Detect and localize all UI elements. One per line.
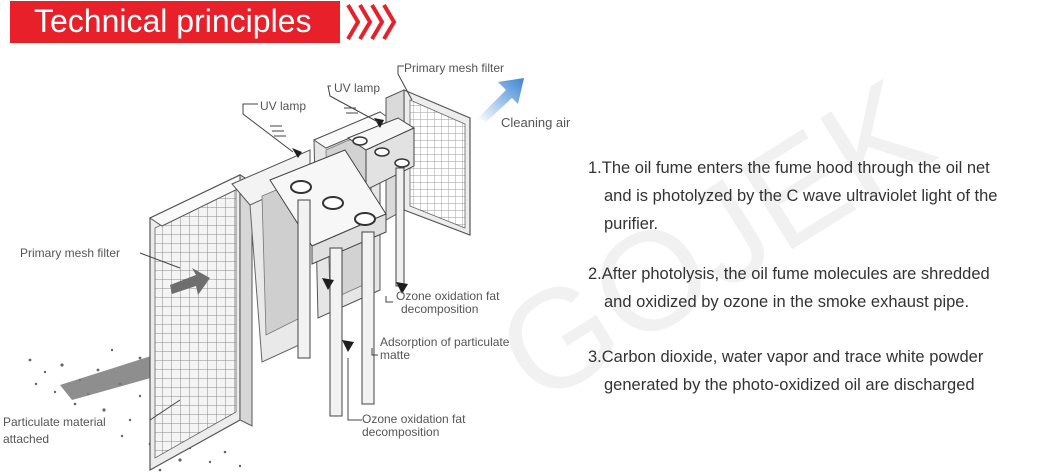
step-1: 1.The oil fume enters the fume hood thro… — [588, 154, 997, 238]
label-ozone-1-line1: Ozone oxidation fat — [396, 289, 499, 303]
step-2-line1: 2.After photolysis, the oil fume molecul… — [588, 265, 990, 283]
label-uv-lamp-left: UV lamp — [260, 99, 306, 113]
label-primary-mesh-top: Primary mesh filter — [404, 61, 504, 75]
label-cleaning-air: Cleaning air — [501, 116, 570, 130]
label-particulate-line1: Particulate material — [3, 415, 106, 429]
label-particulate-line2: attached — [3, 432, 49, 446]
step-1-line3: purifier. — [588, 210, 997, 238]
step-1-line2: and is photolyzed by the C wave ultravio… — [588, 182, 997, 210]
step-2: 2.After photolysis, the oil fume molecul… — [588, 260, 990, 316]
label-adsorption-line2: matte — [380, 348, 410, 362]
label-ozone-2-line1: Ozone oxidation fat — [362, 412, 465, 426]
label-primary-mesh-left: Primary mesh filter — [20, 246, 120, 260]
step-3-line2: generated by the photo-oxidized oil are … — [588, 371, 983, 399]
step-1-line1: 1.The oil fume enters the fume hood thro… — [588, 159, 990, 177]
label-adsorption-line1: Adsorption of particulate — [380, 335, 509, 349]
label-ozone-1-line2: decomposition — [401, 302, 478, 316]
step-3-line1: 3.Carbon dioxide, water vapor and trace … — [588, 348, 983, 366]
label-uv-lamp-top: UV lamp — [334, 81, 380, 95]
step-2-line2: and oxidized by ozone in the smoke exhau… — [588, 288, 990, 316]
label-ozone-2-line2: decomposition — [362, 425, 439, 439]
step-3: 3.Carbon dioxide, water vapor and trace … — [588, 343, 983, 399]
